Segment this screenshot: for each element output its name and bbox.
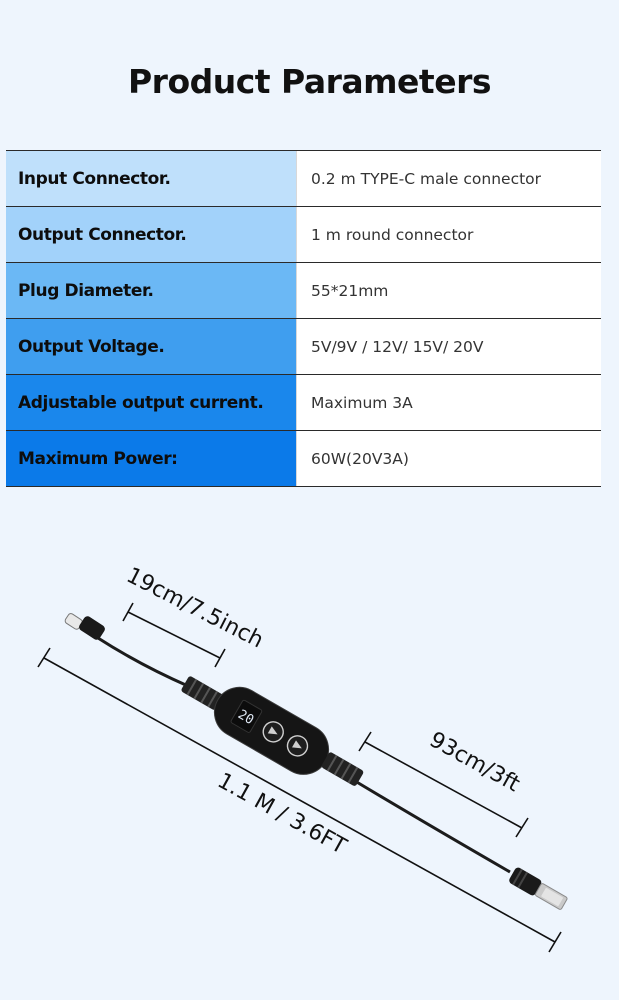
total-dimension-line bbox=[37, 647, 562, 953]
param-value: Maximum 3A bbox=[296, 375, 601, 430]
parameters-table: Input Connector. 0.2 m TYPE-C male conne… bbox=[6, 150, 601, 487]
total-length-label: 1.1 M / 3.6FT bbox=[213, 768, 351, 859]
output-length-label: 93cm/3ft bbox=[425, 727, 524, 797]
param-label: Adjustable output current. bbox=[6, 375, 296, 430]
input-wire bbox=[97, 636, 189, 688]
controller-icon: 20 bbox=[213, 686, 330, 775]
param-label: Output Voltage. bbox=[6, 319, 296, 374]
param-value: 55*21mm bbox=[296, 263, 601, 318]
param-label: Output Connector. bbox=[6, 207, 296, 262]
table-row: Adjustable output current. Maximum 3A bbox=[6, 374, 601, 430]
cable-illustration: 1.1 M / 3.6FT 19cm/7.5inch 93cm/3ft 20 bbox=[37, 563, 568, 953]
table-row: Maximum Power: 60W(20V3A) bbox=[6, 430, 601, 486]
param-label: Input Connector. bbox=[6, 151, 296, 206]
table-row: Output Connector. 1 m round connector bbox=[6, 206, 601, 262]
type-c-connector-icon bbox=[64, 613, 105, 640]
display-reading: 20 bbox=[235, 707, 256, 728]
param-label: Plug Diameter. bbox=[6, 263, 296, 318]
input-dimension-line bbox=[122, 602, 226, 668]
output-wire bbox=[349, 776, 511, 874]
strain-relief-left-icon bbox=[181, 676, 223, 710]
table-row: Output Voltage. 5V/9V / 12V/ 15V/ 20V bbox=[6, 318, 601, 374]
param-value: 5V/9V / 12V/ 15V/ 20V bbox=[296, 319, 601, 374]
param-value: 1 m round connector bbox=[296, 207, 601, 262]
strain-relief-right-icon bbox=[321, 752, 364, 786]
param-value: 0.2 m TYPE-C male connector bbox=[296, 151, 601, 206]
output-dimension-line bbox=[358, 731, 529, 838]
page-title: Product Parameters bbox=[127, 62, 492, 101]
table-row: Input Connector. 0.2 m TYPE-C male conne… bbox=[6, 151, 601, 206]
dc-barrel-connector-icon bbox=[509, 867, 568, 910]
input-length-label: 19cm/7.5inch bbox=[122, 563, 267, 653]
param-label: Maximum Power: bbox=[6, 431, 296, 486]
param-value: 60W(20V3A) bbox=[296, 431, 601, 486]
table-row: Plug Diameter. 55*21mm bbox=[6, 262, 601, 318]
